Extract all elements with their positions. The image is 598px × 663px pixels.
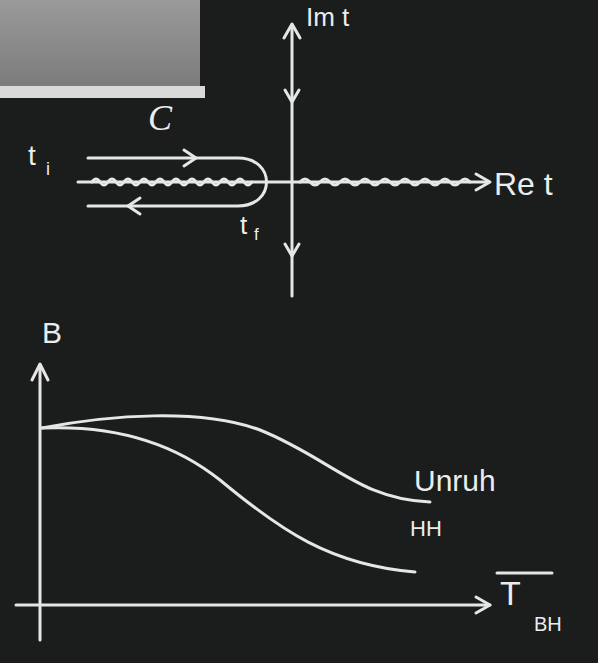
imaginary-axis-arrowhead [284, 24, 300, 38]
axis-direction-arrow [285, 244, 299, 256]
branch-cut-wavy [92, 179, 252, 185]
board-frame-strip [0, 86, 205, 98]
overbar [497, 572, 552, 575]
curve-label: HH [410, 518, 442, 540]
hh-curve [42, 428, 415, 572]
contour-arrow [184, 150, 196, 166]
contour-path [88, 158, 267, 206]
x-axis-arrowhead [476, 597, 490, 613]
board-shelf [0, 0, 200, 90]
axis-label: B [42, 318, 62, 348]
subscript: f [254, 226, 259, 243]
x-axis [16, 604, 490, 607]
contour-label: C [148, 100, 172, 136]
y-axis-arrowhead [32, 364, 48, 380]
axis-label: T [500, 576, 521, 610]
variable-label: t [240, 212, 247, 238]
y-axis [39, 366, 42, 640]
unruh-curve [42, 416, 430, 502]
subscript: i [46, 160, 50, 178]
subscript: BH [534, 614, 562, 634]
curve-label: Unruh [414, 466, 496, 496]
branch-cut-wavy [300, 179, 470, 185]
axis-direction-arrow [285, 90, 299, 102]
real-axis-arrowhead [476, 174, 490, 190]
axis-label: Re t [494, 168, 553, 200]
axis-label: Im t [306, 4, 349, 30]
variable-label: t [28, 142, 36, 170]
contour-arrow [128, 198, 140, 214]
